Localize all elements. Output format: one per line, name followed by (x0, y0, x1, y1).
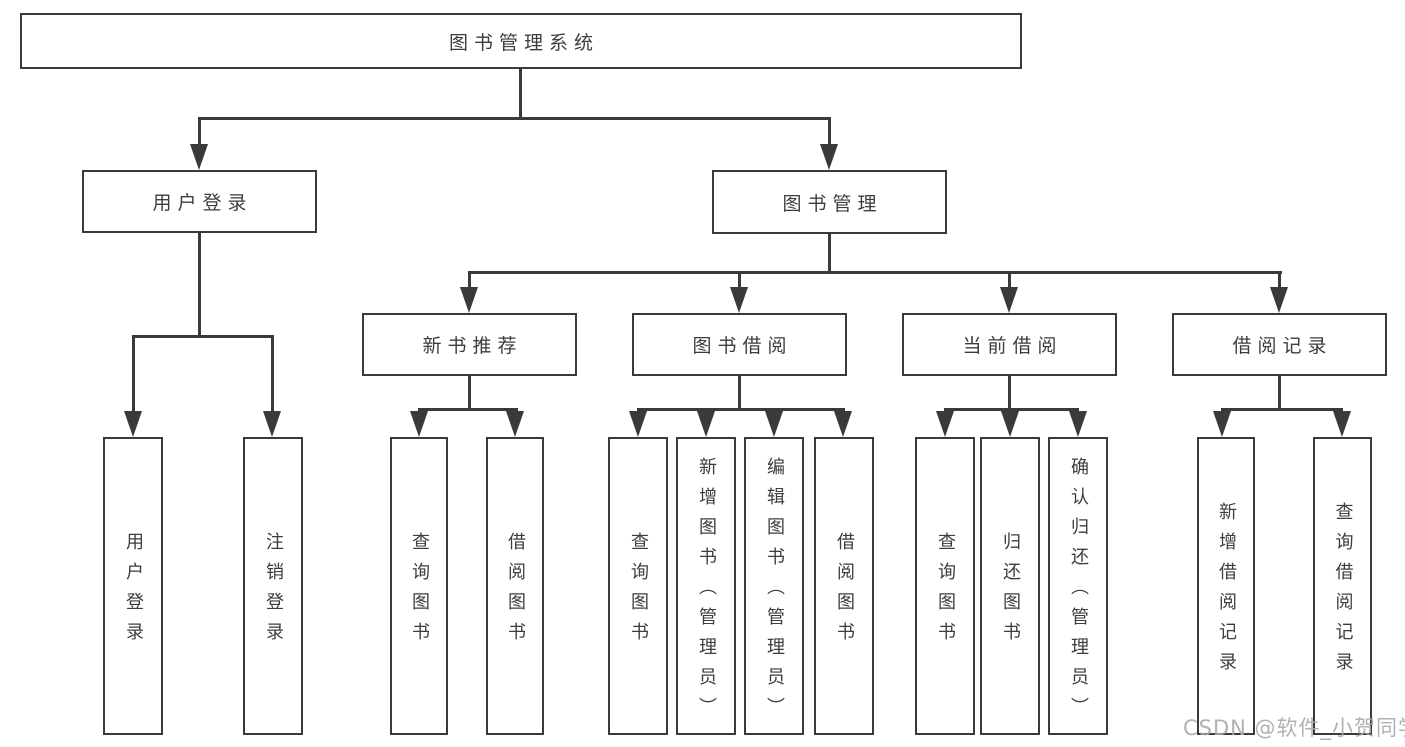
arrow-down-icon (1333, 411, 1351, 437)
node-new-book-recommendation: 新书推荐 (362, 313, 577, 376)
connector-splitter-book-borrow (637, 408, 845, 411)
connector-current-borrow-stem (1008, 376, 1011, 410)
leaf-return-books: 归还图书 (980, 437, 1040, 735)
connector-splitter-borrow-records (1221, 408, 1343, 411)
node-borrowing-records: 借阅记录 (1172, 313, 1387, 376)
leaf-query-books-current: 查询图书 (915, 437, 975, 735)
arrow-down-icon (1270, 287, 1288, 313)
connector-borrow-records-stem (1278, 376, 1281, 410)
node-user-login: 用户登录 (82, 170, 317, 233)
connector-new-book-stem (468, 376, 471, 410)
connector-splitter-level1 (198, 117, 831, 120)
watermark-text: CSDN @软件_小贺同学 (1183, 716, 1405, 740)
leaf-borrow-books-borrowing: 借阅图书 (814, 437, 874, 735)
leaf-label: 用户登录 (123, 532, 144, 652)
arrow-down-icon (410, 411, 428, 437)
arrow-down-icon (730, 287, 748, 313)
node-book-borrowing: 图书借阅 (632, 313, 847, 376)
arrow-down-icon (765, 411, 783, 437)
leaf-logout: 注销登录 (243, 437, 303, 735)
node-library-management-system: 图书管理系统 (20, 13, 1022, 69)
connector-book-borrow-stem (738, 376, 741, 410)
leaf-label: 确认归还（管理员） (1068, 457, 1089, 727)
arrow-down-icon (1213, 411, 1231, 437)
arrow-down-icon (629, 411, 647, 437)
leaf-label: 查询图书 (935, 532, 956, 652)
arrow-down-icon (1069, 411, 1087, 437)
leaf-label: 新增图书（管理员） (696, 457, 717, 727)
node-current-borrowing: 当前借阅 (902, 313, 1117, 376)
node-label: 借阅记录 (1232, 335, 1333, 357)
node-book-management: 图书管理 (712, 170, 947, 234)
connector-splitter-level2 (468, 271, 1282, 274)
leaf-query-books-borrowing: 查询图书 (608, 437, 668, 735)
node-label: 图书借阅 (692, 335, 793, 357)
node-label: 用户登录 (152, 192, 253, 214)
leaf-label: 借阅图书 (505, 532, 526, 652)
node-label: 图书管理系统 (448, 31, 599, 54)
connector-drop (132, 335, 135, 412)
arrow-down-icon (697, 411, 715, 437)
arrow-down-icon (190, 144, 208, 170)
arrow-down-icon (820, 144, 838, 170)
connector-drop (198, 117, 201, 146)
leaf-user-login: 用户登录 (103, 437, 163, 735)
leaf-borrow-books-recommend: 借阅图书 (486, 437, 544, 735)
connector-drop (1278, 271, 1281, 289)
leaf-label: 注销登录 (263, 532, 284, 652)
connector-splitter-user-login (132, 335, 274, 338)
connector-drop (738, 271, 741, 289)
leaf-edit-books-admin: 编辑图书（管理员） (744, 437, 804, 735)
leaf-label: 新增借阅记录 (1216, 502, 1237, 682)
arrow-down-icon (124, 411, 142, 437)
arrow-down-icon (1000, 287, 1018, 313)
connector-splitter-current-borrow (944, 408, 1079, 411)
arrow-down-icon (460, 287, 478, 313)
arrow-down-icon (834, 411, 852, 437)
leaf-label: 归还图书 (1000, 532, 1021, 652)
connector-drop (468, 271, 471, 289)
leaf-confirm-return-admin: 确认归还（管理员） (1048, 437, 1108, 735)
connector-root-stem (519, 69, 522, 119)
connector-drop (1008, 271, 1011, 289)
connector-user-login-stem (198, 233, 201, 337)
leaf-add-books-admin: 新增图书（管理员） (676, 437, 736, 735)
arrow-down-icon (936, 411, 954, 437)
node-label: 图书管理 (782, 192, 883, 215)
leaf-query-borrow-record: 查询借阅记录 (1313, 437, 1372, 735)
arrow-down-icon (1001, 411, 1019, 437)
leaf-label: 编辑图书（管理员） (764, 457, 785, 727)
arrow-down-icon (506, 411, 524, 437)
connector-book-mgmt-stem (828, 234, 831, 274)
connector-drop (271, 335, 274, 412)
leaf-label: 查询借阅记录 (1332, 502, 1354, 682)
leaf-label: 查询图书 (409, 532, 430, 652)
arrow-down-icon (263, 411, 281, 437)
leaf-add-borrow-record: 新增借阅记录 (1197, 437, 1255, 735)
connector-drop (828, 117, 831, 146)
leaf-label: 借阅图书 (834, 532, 855, 652)
connector-splitter-new-book (418, 408, 518, 411)
leaf-label: 查询图书 (628, 532, 649, 652)
leaf-query-books-recommend: 查询图书 (390, 437, 448, 735)
node-label: 新书推荐 (422, 335, 523, 357)
node-label: 当前借阅 (962, 335, 1063, 357)
